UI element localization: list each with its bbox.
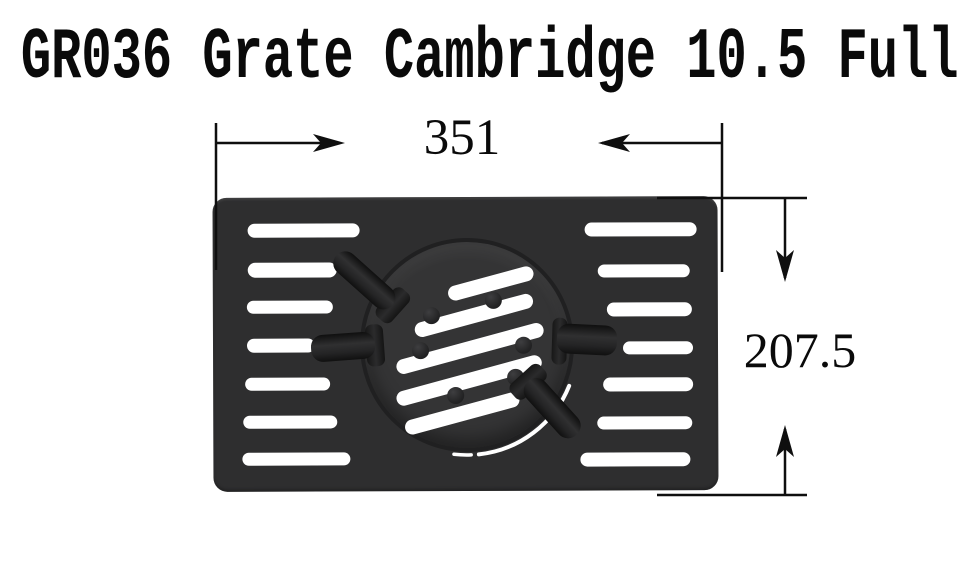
product-title: GR036 Grate Cambridge 10.5 Full: [21, 17, 959, 99]
width-dimension-label: 351: [423, 110, 501, 166]
height-dimension-label: 207.5: [743, 322, 857, 378]
title-row: GR036 Grate Cambridge 10.5 Full: [0, 22, 980, 94]
height-dimension-group: [657, 196, 807, 497]
